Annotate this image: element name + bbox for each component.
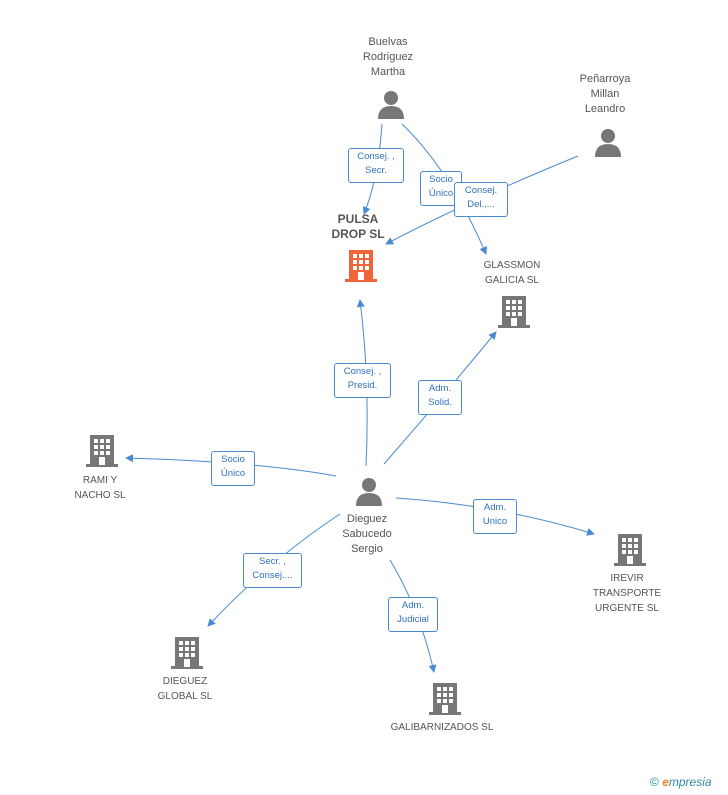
node-dieguez-sabucedo-sergio[interactable]: Dieguez Sabucedo Sergio (317, 512, 417, 557)
node-label: Peñarroya Millan Leandro (579, 73, 631, 115)
building-icon (86, 435, 118, 467)
empresia-logo-e: e (662, 775, 669, 789)
building-icon (614, 534, 646, 566)
node-label: PULSA DROP SL (331, 212, 385, 241)
edge-label-consej-presid: Consej. , Presid. (334, 363, 391, 398)
node-pulsa-drop-sl[interactable]: PULSA DROP SL (318, 212, 398, 242)
edge-label-secr-consej: Secr. , Consej.... (243, 553, 302, 588)
copyright-symbol: © (650, 775, 659, 789)
node-label: IREVIR TRANSPORTE URGENTE SL (592, 573, 662, 614)
node-label: GLASSMON GALICIA SL (483, 260, 541, 286)
node-irevir-transporte-urgente-sl[interactable]: IREVIR TRANSPORTE URGENTE SL (577, 571, 677, 616)
building-icon (171, 637, 203, 669)
edge-label-socio-unico: Socio Único (211, 451, 255, 486)
node-label: DIEGUEZ GLOBAL SL (157, 676, 213, 702)
building-icon (429, 683, 461, 715)
edge-label-adm-unico: Adm. Unico (473, 499, 517, 534)
node-buelvas-rodriguez-martha[interactable]: Buelvas Rodriguez Martha (338, 35, 438, 80)
node-label: RAMI Y NACHO SL (74, 475, 126, 501)
person-icon (356, 478, 382, 506)
node-label: GALIBARNIZADOS SL (390, 722, 494, 733)
building-icon-main (345, 250, 377, 282)
empresia-footer[interactable]: © empresia (650, 775, 712, 789)
edge-label-adm-judicial: Adm. Judicial (388, 597, 438, 632)
edge-label-consej-secr: Consej. , Secr. (348, 148, 404, 183)
node-galibarnizados-sl[interactable]: GALIBARNIZADOS SL (372, 720, 512, 735)
node-dieguez-global-sl[interactable]: DIEGUEZ GLOBAL SL (135, 674, 235, 704)
edge-label-consej-del: Consej. Del.,... (454, 182, 508, 217)
person-icon (378, 91, 404, 119)
edge-label-adm-solid: Adm. Solid. (418, 380, 462, 415)
node-penarroya-millan-leandro[interactable]: Peñarroya Millan Leandro (555, 72, 655, 117)
node-label: Buelvas Rodriguez Martha (362, 36, 414, 78)
node-rami-y-nacho-sl[interactable]: RAMI Y NACHO SL (50, 473, 150, 503)
node-glassmon-galicia-sl[interactable]: GLASSMON GALICIA SL (462, 258, 562, 288)
person-icon (595, 129, 621, 157)
node-label: Dieguez Sabucedo Sergio (342, 513, 392, 555)
building-icon (498, 296, 530, 328)
empresia-logo-text: mpresia (668, 775, 712, 789)
